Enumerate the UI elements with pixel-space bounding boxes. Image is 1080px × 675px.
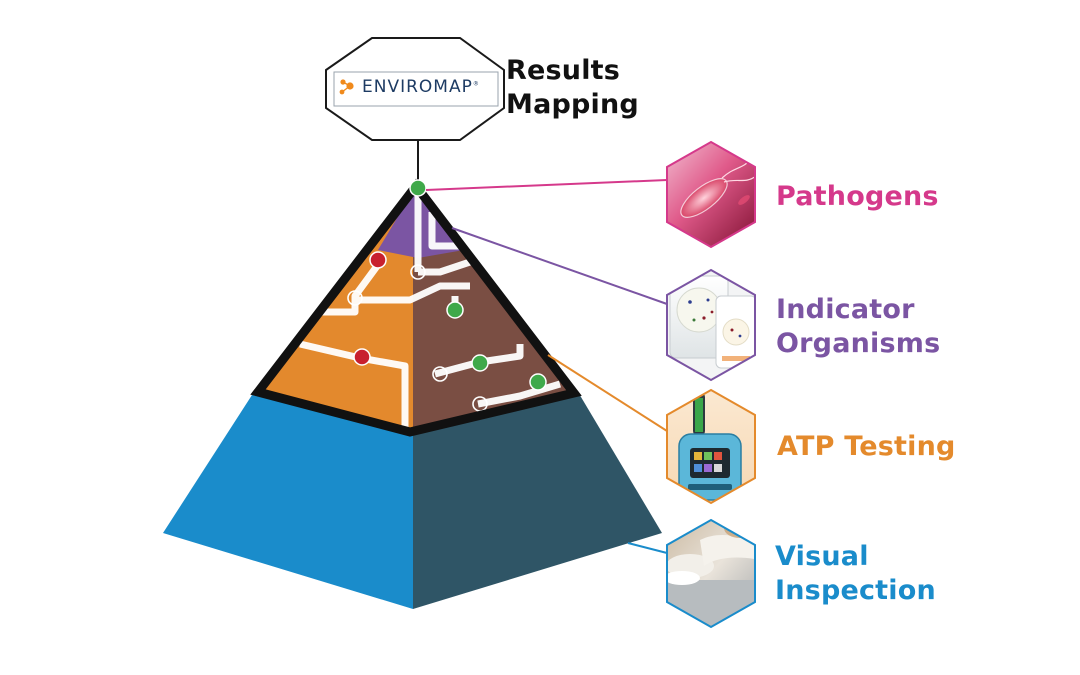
pyramid-right-face	[413, 392, 662, 609]
visual-label-line-1: Visual	[775, 541, 869, 572]
logo-wordmark: ENVIROMAP	[362, 77, 473, 97]
connector-lines	[425, 179, 668, 554]
indicator-label-line-1: Indicator	[776, 294, 915, 325]
atp-testing-label: ATP Testing	[777, 430, 956, 464]
enviromap-logo-icon	[339, 79, 354, 95]
petri-dish-icon	[669, 275, 755, 369]
pyramid-left-face	[163, 395, 413, 609]
pathogens-label-line-1: Pathogens	[776, 181, 939, 212]
title-line-2: Mapping	[506, 89, 639, 120]
pass-dots	[409, 179, 547, 391]
pathogens-label: Pathogens	[776, 180, 939, 214]
fail-dots	[353, 251, 387, 366]
enviromap-logo-hexagon	[325, 37, 505, 182]
atp-hexagon	[666, 388, 756, 505]
atp-label-line-1: ATP Testing	[777, 431, 956, 462]
title-line-1: Results	[506, 55, 621, 86]
enviromap-logo-text: ENVIROMAP®	[362, 77, 480, 97]
indicator-organisms-label: Indicator Organisms	[776, 293, 940, 361]
visual-inspection-label: Visual Inspection	[775, 540, 936, 608]
atp-luminometer-icon	[678, 392, 742, 501]
indicator-hexagon	[666, 268, 756, 382]
results-mapping-title: Results Mapping	[506, 54, 639, 122]
indicator-label-line-2: Organisms	[776, 328, 941, 359]
visual-label-line-2: Inspection	[775, 575, 936, 606]
visual-hexagon	[666, 518, 756, 629]
bacteria-icon	[680, 157, 755, 218]
pathogens-hexagon	[666, 140, 756, 249]
logo-trademark: ®	[472, 80, 480, 88]
pyramid	[163, 178, 662, 609]
